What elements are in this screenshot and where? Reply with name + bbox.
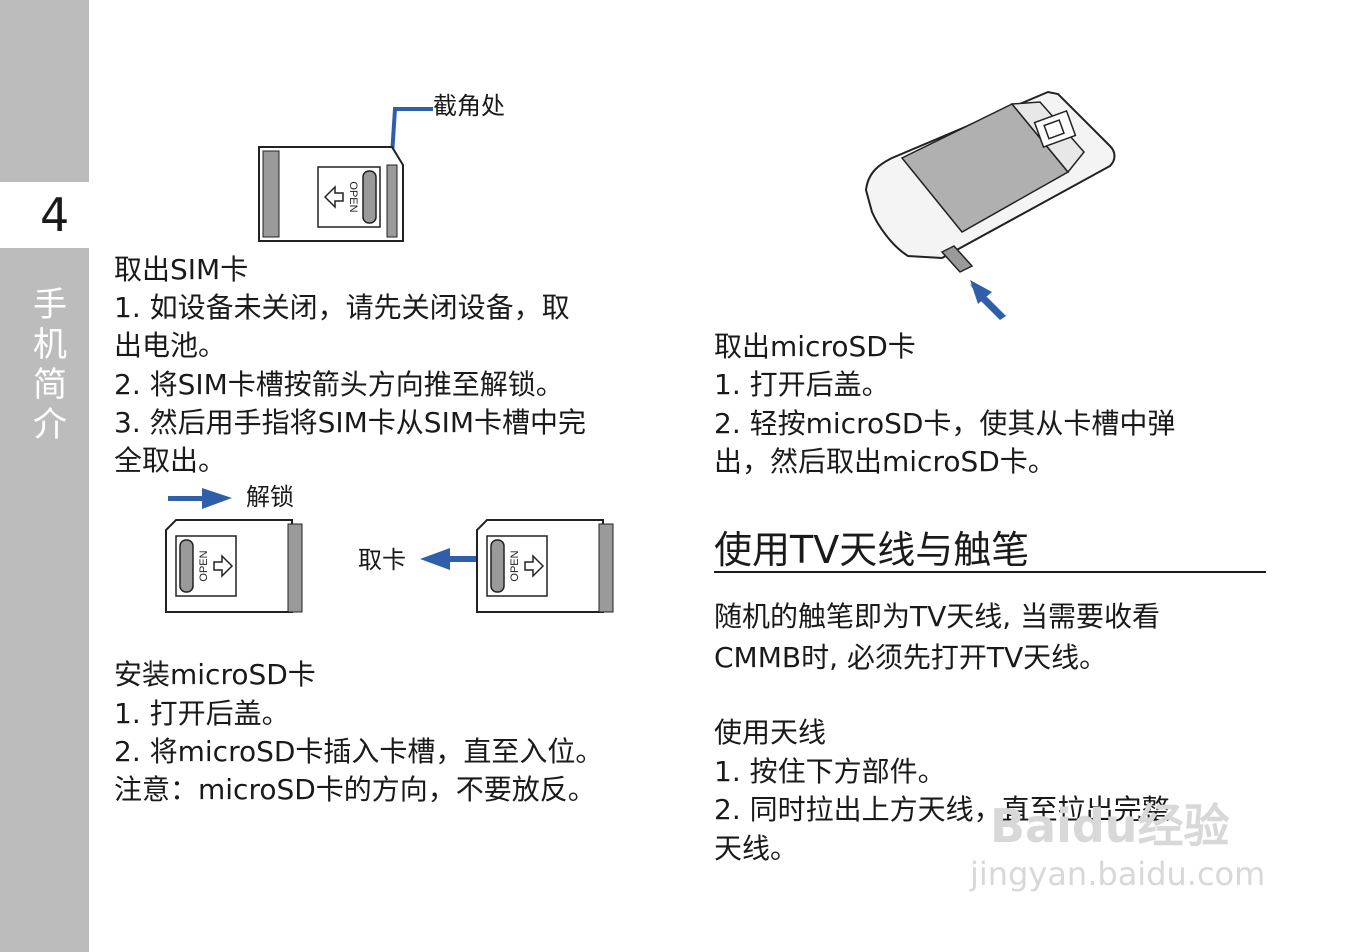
antenna-step: 1. 按住下方部件。 <box>714 755 946 788</box>
remove-sim-line: 1. 如设备未关闭，请先关闭设备，取 <box>114 291 570 324</box>
phone-microsd-illustration <box>864 90 1116 320</box>
remove-sim-line: 2. 将SIM卡槽按箭头方向推至解锁。 <box>114 368 564 401</box>
take-card-label: 取卡 <box>358 546 406 574</box>
chapter-title: 手 机 简 介 <box>30 285 70 445</box>
antenna-subheading: 使用天线 <box>714 716 827 749</box>
remove-sim-heading: 取出SIM卡 <box>114 253 249 286</box>
page-number: 4 <box>40 188 70 242</box>
sidebar-top-block <box>0 0 89 182</box>
remove-sim-line: 3. 然后用手指将SIM卡从SIM卡槽中完 <box>114 406 586 439</box>
open-label: OPEN <box>509 550 521 581</box>
take-card-arrow <box>420 548 482 570</box>
remove-sd-line: 出，然后取出microSD卡。 <box>714 445 1056 478</box>
tv-intro-line: 随机的触笔即为TV天线, 当需要收看 <box>714 600 1161 633</box>
remove-sim-line: 出电池。 <box>114 329 227 362</box>
install-sd-line: 1. 打开后盖。 <box>114 697 290 730</box>
tv-intro-line: CMMB时, 必须先打开TV天线。 <box>714 641 1108 674</box>
baidu-watermark-logo: Baidu经验 <box>990 799 1230 853</box>
unlock-label: 解锁 <box>246 483 294 511</box>
install-sd-line: 2. 将microSD卡插入卡槽，直至入位。 <box>114 735 604 768</box>
notch-label: 截角处 <box>433 92 505 120</box>
section-divider <box>714 571 1266 573</box>
remove-sim-line: 全取出。 <box>114 444 227 477</box>
tv-section-title: 使用TV天线与触笔 <box>714 528 1030 572</box>
open-label: OPEN <box>347 181 359 212</box>
antenna-step: 天线。 <box>714 832 799 865</box>
remove-sd-line: 2. 轻按microSD卡，使其从卡槽中弹 <box>714 407 1176 440</box>
open-label: OPEN <box>198 550 210 581</box>
sidebar-bottom-block <box>0 248 89 952</box>
sim-card-removed: OPEN <box>476 519 614 613</box>
chapter-char: 介 <box>33 405 67 445</box>
remove-sd-heading: 取出microSD卡 <box>714 330 916 363</box>
chapter-char: 手 <box>33 285 67 325</box>
page-number-box: 4 <box>0 182 89 248</box>
sim-card-illustration: OPEN <box>258 107 433 242</box>
chapter-char: 简 <box>33 365 67 405</box>
unlock-arrow <box>168 488 232 509</box>
install-sd-line: 注意：microSD卡的方向，不要放反。 <box>114 773 596 806</box>
chapter-char: 机 <box>33 325 67 365</box>
remove-sd-line: 1. 打开后盖。 <box>714 368 890 401</box>
install-sd-heading: 安装microSD卡 <box>114 658 316 691</box>
baidu-watermark-url: jingyan.baidu.com <box>970 855 1266 893</box>
sim-slot-unlocked: OPEN <box>165 519 303 613</box>
antenna-step: 2. 同时拉出上方天线，直至拉出完整 <box>714 793 1170 826</box>
